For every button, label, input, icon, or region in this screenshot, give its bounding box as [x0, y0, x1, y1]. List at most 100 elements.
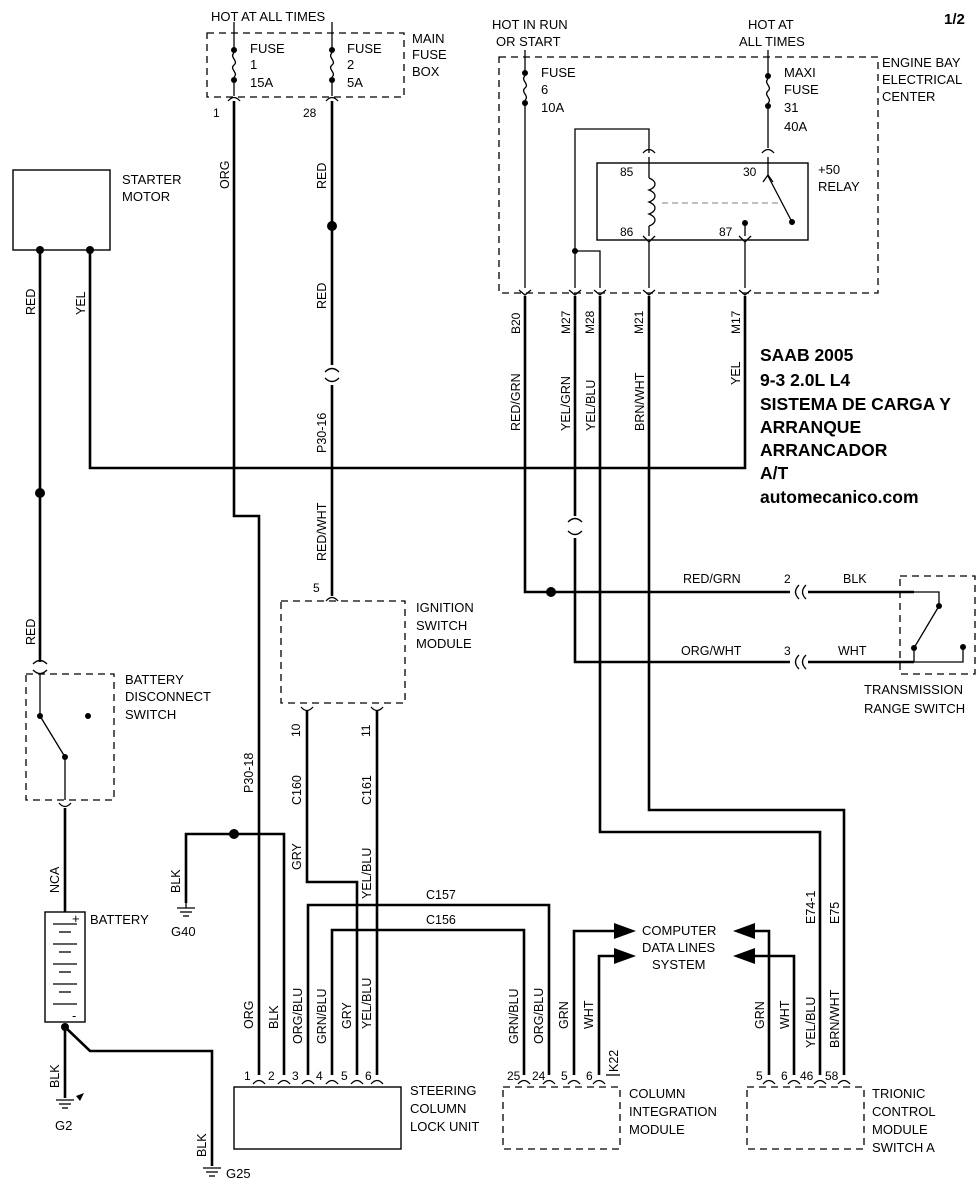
pointer-icon: [76, 1093, 84, 1101]
data-lines-label: COMPUTER: [642, 923, 716, 938]
steering-lock-box: [233, 1086, 402, 1150]
engine-bay-electrical-center: HOT IN RUN OR START HOT AT ALL TIMES ENG…: [492, 17, 962, 334]
relay-pin-85: 85: [620, 165, 634, 179]
starter-motor: STARTER MOTOR: [12, 169, 181, 254]
ignition-pin-5: 5: [313, 581, 320, 595]
trionic-module-outline: [746, 1086, 865, 1150]
wire-label-grn: GRN: [557, 1001, 571, 1029]
maxi-fuse-number: 31: [784, 100, 798, 115]
trs-outline: [899, 575, 976, 675]
ignition-module-label: MODULE: [416, 636, 472, 651]
trionic-pin: 6: [781, 1069, 788, 1083]
trionic-pin: 46: [800, 1069, 814, 1083]
pin-m28: M28: [583, 310, 597, 334]
battery-box: [44, 911, 86, 1023]
wire-label-grn-blu: GRN/BLU: [315, 988, 329, 1044]
wire-blk-g25: [64, 1026, 214, 1166]
ground-icon: [203, 1167, 221, 1177]
wire-label-yel-blu: YEL/BLU: [804, 997, 818, 1048]
steering-lock-label: LOCK UNIT: [410, 1119, 479, 1134]
steering-column-lock-unit: 1 2 3 4 5 6 STEERING COLUMN LOCK UNIT: [233, 1069, 479, 1150]
trs-label: RANGE SWITCH: [864, 701, 965, 716]
title-line-5: ARRANCADOR: [760, 440, 888, 460]
trionic-label: MODULE: [872, 1122, 928, 1137]
wire-label-red: RED: [315, 283, 329, 309]
arrow-icon: [614, 948, 636, 964]
wire-label-gry: GRY: [340, 1001, 354, 1029]
wire-label-yel-grn: YEL/GRN: [559, 376, 573, 431]
trionic-control-module: 5 6 46 58 TRIONIC CONTROL MODULE SWITCH …: [746, 1069, 936, 1155]
wire-label-yel-blu: YEL/BLU: [584, 380, 598, 431]
ground-icon: [177, 903, 195, 917]
ground-icon: [56, 1099, 74, 1109]
engine-bay-outline: [498, 56, 879, 294]
wire-wht-trionic: [752, 954, 796, 1075]
trs-pin-2: 2: [784, 572, 791, 586]
steering-lock-pin: 6: [365, 1069, 372, 1083]
trionic-label: SWITCH A: [872, 1140, 935, 1155]
fuse-6: [522, 50, 528, 106]
wire-label-gry: GRY: [290, 842, 304, 870]
trionic-label: TRIONIC: [872, 1086, 925, 1101]
starter-motor-label: MOTOR: [122, 189, 170, 204]
wire-label-brn-wht: BRN/WHT: [633, 372, 647, 431]
battery-disconnect-label: DISCONNECT: [125, 689, 211, 704]
fuse-1-rating: 15A: [250, 75, 273, 90]
wire-label-blk: BLK: [195, 1133, 209, 1157]
wire-label-org: ORG: [218, 161, 232, 189]
title-line-6: A/T: [760, 463, 789, 483]
connector-c156: C156: [426, 913, 456, 927]
wire-label-org: ORG: [242, 1001, 256, 1029]
column-module-outline: [502, 1086, 621, 1150]
engine-bay-label: ELECTRICAL: [882, 72, 962, 87]
pin-m17: M17: [729, 310, 743, 334]
ground-g25-label: G25: [226, 1166, 251, 1181]
wire-label-blk: BLK: [169, 869, 183, 893]
steering-lock-pin: 4: [316, 1069, 323, 1083]
steering-lock-pin: 5: [341, 1069, 348, 1083]
ignition-module-label: IGNITION: [416, 600, 474, 615]
battery-disconnect-label: SWITCH: [125, 707, 176, 722]
column-module-label: MODULE: [629, 1122, 685, 1137]
ignition-module-outline: [280, 600, 406, 704]
relay-pin-87: 87: [719, 225, 733, 239]
wire-grn-column: [572, 929, 616, 1075]
wire-yel-blu: [598, 296, 822, 1075]
wire-label-red-grn: RED/GRN: [509, 373, 523, 431]
wire-label-red-grn: RED/GRN: [683, 572, 741, 586]
fuse-1: [227, 22, 241, 102]
wire-label-yel: YEL: [729, 361, 743, 385]
wire-label-grn: GRN: [753, 1001, 767, 1029]
trs-label: TRANSMISSION: [864, 682, 963, 697]
relay-outline: [596, 162, 809, 241]
fuse-2-rating: 5A: [347, 75, 363, 90]
connector-e75: E75: [828, 902, 842, 924]
steering-lock-pin: 1: [244, 1069, 251, 1083]
pin-m27: M27: [559, 310, 573, 334]
wire-label-wht: WHT: [838, 644, 867, 658]
arrow-icon: [733, 923, 755, 939]
wire-label-yel-blu: YEL/BLU: [360, 848, 374, 899]
column-module-label: INTEGRATION: [629, 1104, 717, 1119]
connector-p30-18: P30-18: [242, 753, 256, 793]
wire-org-fuse1: [232, 101, 261, 1075]
ignition-module-label: SWITCH: [416, 618, 467, 633]
connector-c157: C157: [426, 888, 456, 902]
fuse-2: [325, 22, 339, 102]
column-module-pin: 5: [561, 1069, 568, 1083]
pin-b20: B20: [509, 312, 523, 334]
wire-label-brn-wht: BRN/WHT: [828, 989, 842, 1048]
wire-label-wht: WHT: [778, 1000, 792, 1029]
column-module-pin: 25: [507, 1069, 521, 1083]
wire-yel: [88, 250, 747, 470]
relay-label: +50: [818, 162, 840, 177]
arrow-icon: [733, 948, 755, 964]
fuse-6-name: FUSE: [541, 65, 576, 80]
connector-c160: C160: [290, 775, 304, 805]
maxi-fuse-rating: 40A: [784, 119, 807, 134]
steering-lock-label: COLUMN: [410, 1101, 466, 1116]
title-line-7: automecanico.com: [760, 487, 919, 507]
wire-label-org-blu: ORG/BLU: [532, 988, 546, 1044]
wire-grn-trionic: [752, 929, 771, 1075]
